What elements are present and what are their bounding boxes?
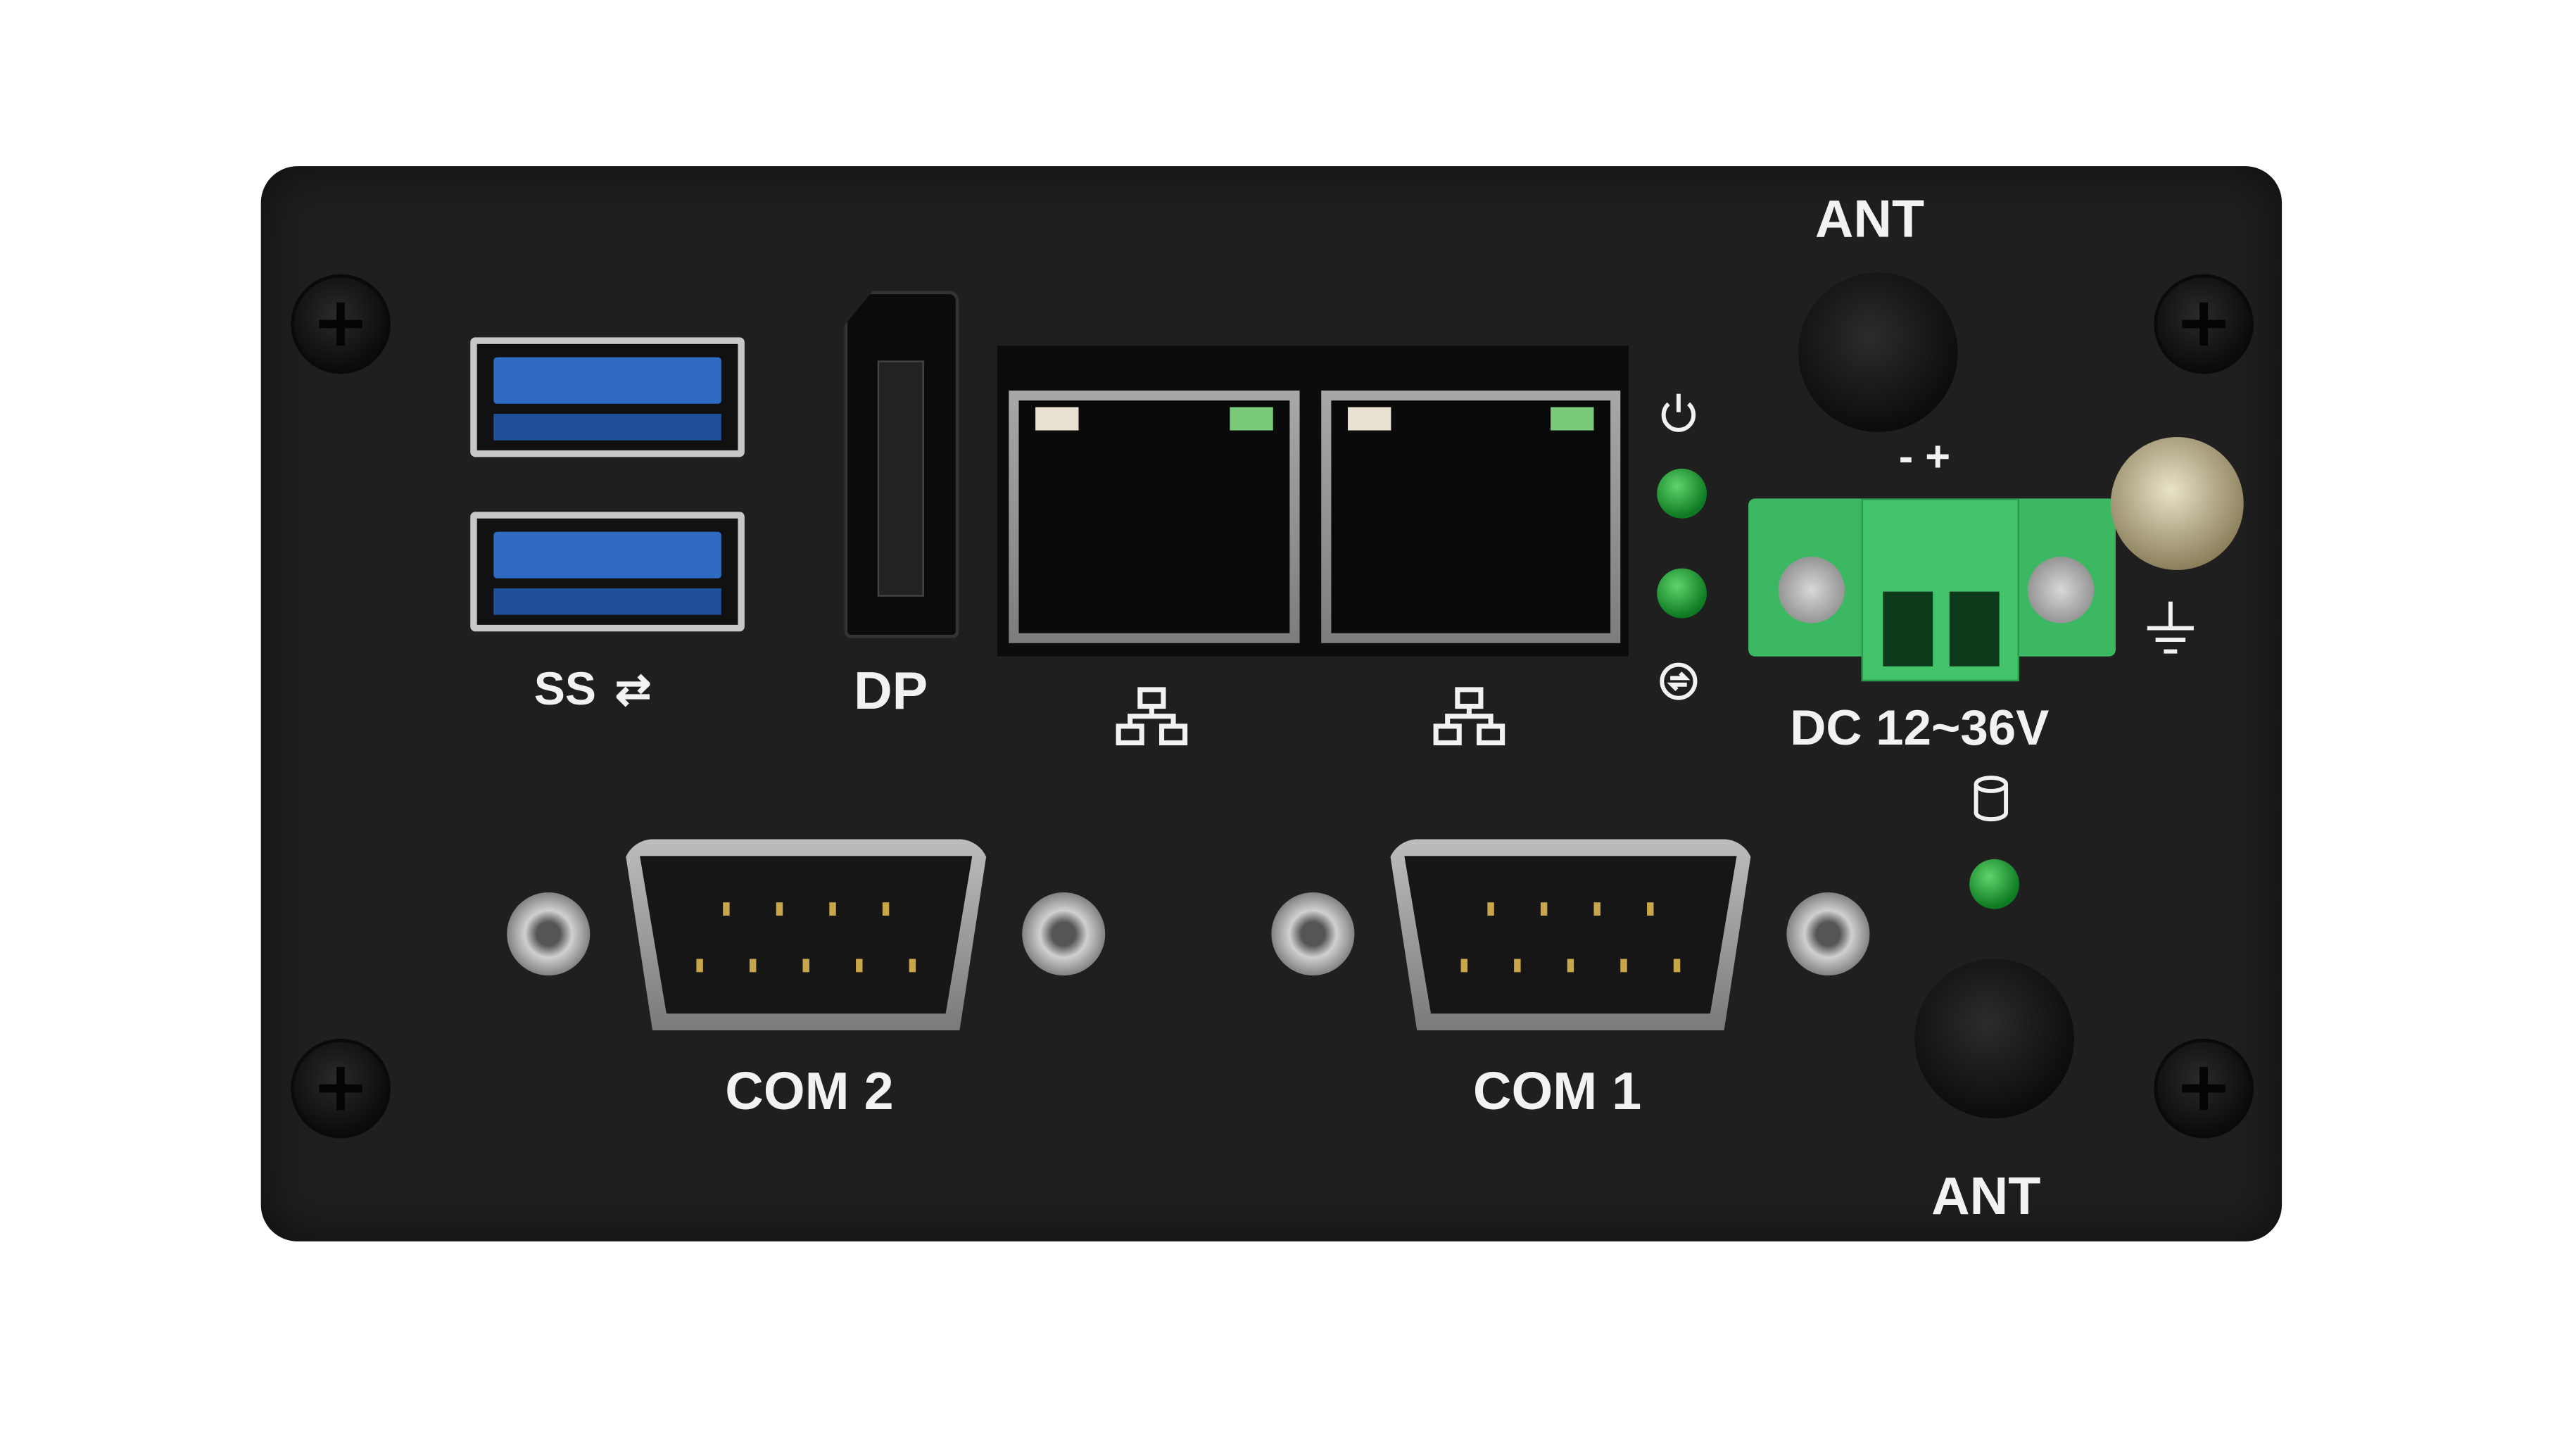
usb-port-2[interactable] <box>470 512 745 632</box>
com1-label: COM 1 <box>1472 1061 1642 1121</box>
status-led <box>1657 568 1707 619</box>
com2-port[interactable] <box>507 839 1106 1031</box>
panel-screw-icon <box>291 1038 391 1139</box>
ground-icon <box>2147 601 2194 654</box>
dp-label: DP <box>854 660 928 721</box>
lan-port-2[interactable] <box>1321 390 1621 643</box>
terminal-screw-icon <box>2027 557 2095 624</box>
dc-input-label: DC 12~36V <box>1790 701 2050 757</box>
displayport[interactable] <box>844 291 959 638</box>
antenna-bottom-label: ANT <box>1931 1165 2041 1226</box>
com1-port[interactable] <box>1271 839 1870 1031</box>
panel-screw-icon <box>2154 1038 2254 1139</box>
antenna-bottom-connector[interactable] <box>1914 959 2074 1119</box>
usb-label: SS <box>533 663 596 715</box>
network-icon <box>1116 687 1188 746</box>
antenna-top-connector[interactable] <box>1798 272 1958 432</box>
dc-plug[interactable] <box>1861 498 2019 682</box>
usb-icon: ⇄ <box>614 664 652 714</box>
ground-screw <box>2110 437 2244 570</box>
com2-label: COM 2 <box>725 1061 894 1121</box>
network-icon <box>1433 687 1505 746</box>
antenna-top-label: ANT <box>1814 189 1925 249</box>
power-led <box>1657 468 1707 519</box>
panel-screw-icon <box>291 274 391 374</box>
usb-port-1[interactable] <box>470 337 745 457</box>
power-icon <box>1661 393 1696 432</box>
hdd-icon <box>1974 776 2009 822</box>
panel-screw-icon <box>2154 274 2254 374</box>
polarity-label: - + <box>1898 431 1951 481</box>
status-icon <box>1660 662 1698 700</box>
terminal-screw-icon <box>1778 557 1845 624</box>
lan-port-1[interactable] <box>1009 390 1300 643</box>
hdd-led <box>1969 859 2019 909</box>
